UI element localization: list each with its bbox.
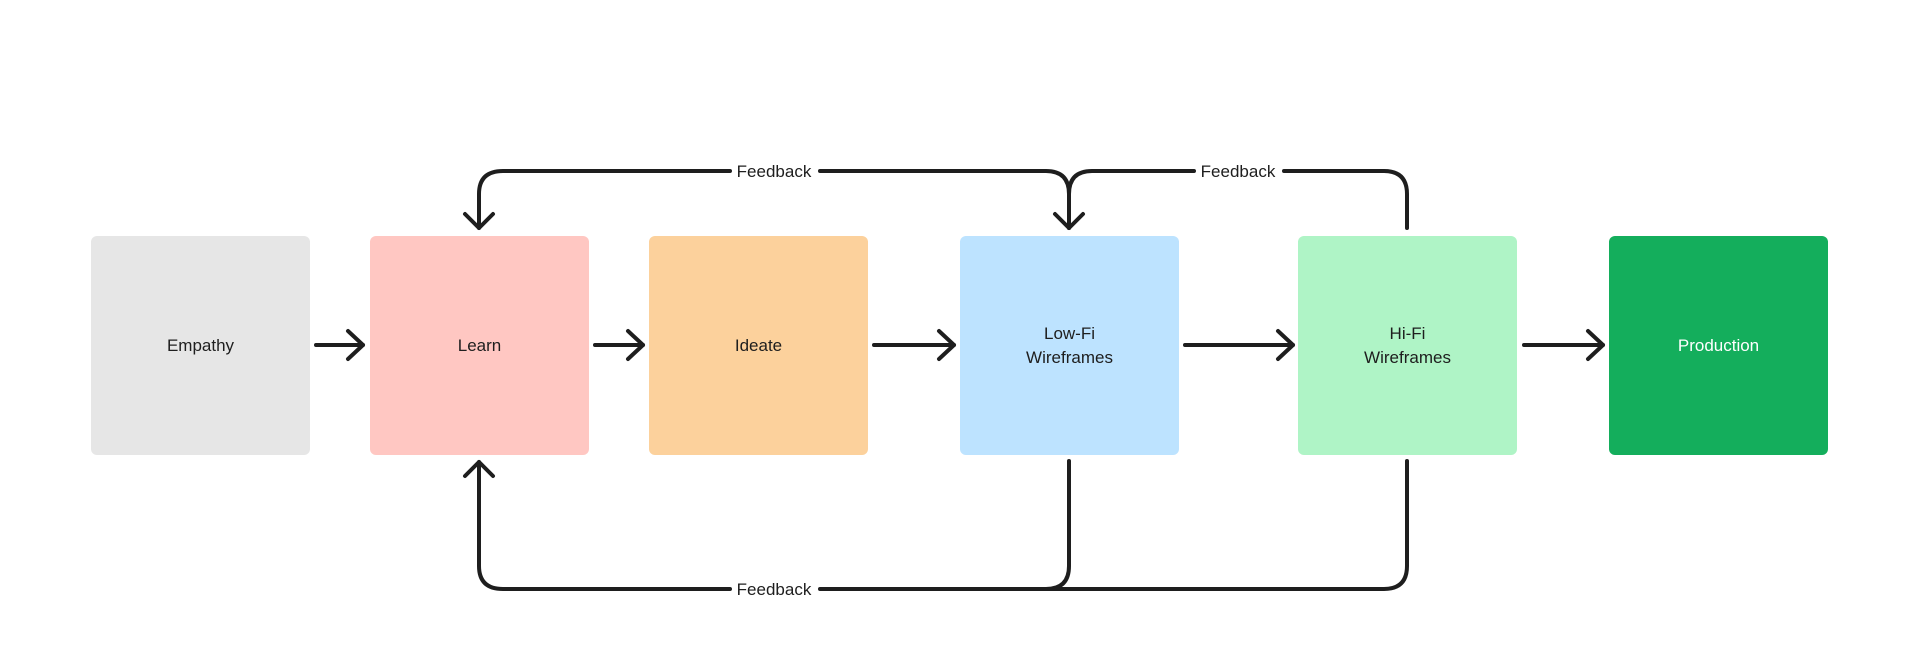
node-learn: Learn (370, 236, 589, 455)
feedback-connector-bottom (463, 459, 1409, 591)
feedback-label-top-left: Feedback (737, 162, 812, 181)
node-hifi-wireframes: Hi-Fi Wireframes (1298, 236, 1517, 455)
node-label-lofi-wireframes: Low-Fi Wireframes (1026, 323, 1113, 367)
node-label-ideate: Ideate (734, 335, 783, 355)
node-empathy: Empathy (91, 236, 310, 455)
node-label-hifi-wireframes: Hi-Fi Wireframes (1364, 323, 1451, 367)
feedback-label-bottom: Feedback (737, 580, 812, 599)
arrow-lofi-to-hifi (1183, 329, 1295, 361)
node-production: Production (1609, 236, 1828, 455)
node-label-empathy: Empathy (166, 335, 235, 355)
arrow-empathy-to-learn (314, 329, 365, 361)
feedback-connector-hifi-to-lofi (1053, 169, 1409, 230)
arrow-hifi-to-production (1522, 329, 1605, 361)
node-label-production: Production (1677, 335, 1760, 355)
node-label-learn: Learn (457, 335, 502, 355)
arrow-ideate-to-lofi (872, 329, 956, 361)
feedback-label-top-right: Feedback (1201, 162, 1276, 181)
node-ideate: Ideate (649, 236, 868, 455)
node-lofi-wireframes: Low-Fi Wireframes (960, 236, 1179, 455)
arrow-learn-to-ideate (593, 329, 645, 361)
